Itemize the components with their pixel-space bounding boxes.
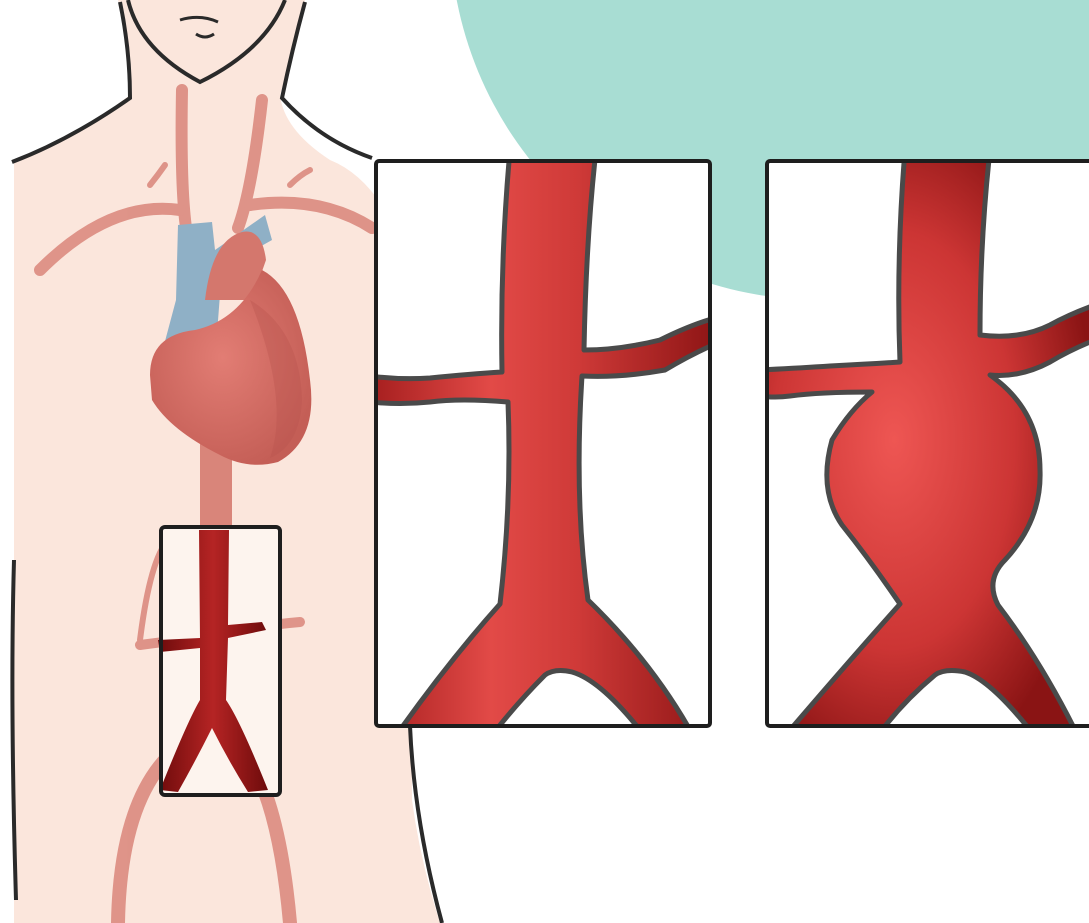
panel-normal-aorta xyxy=(370,150,715,730)
panel-aneurysm-aorta xyxy=(760,150,1089,730)
aorta-highlight-box xyxy=(158,527,280,795)
